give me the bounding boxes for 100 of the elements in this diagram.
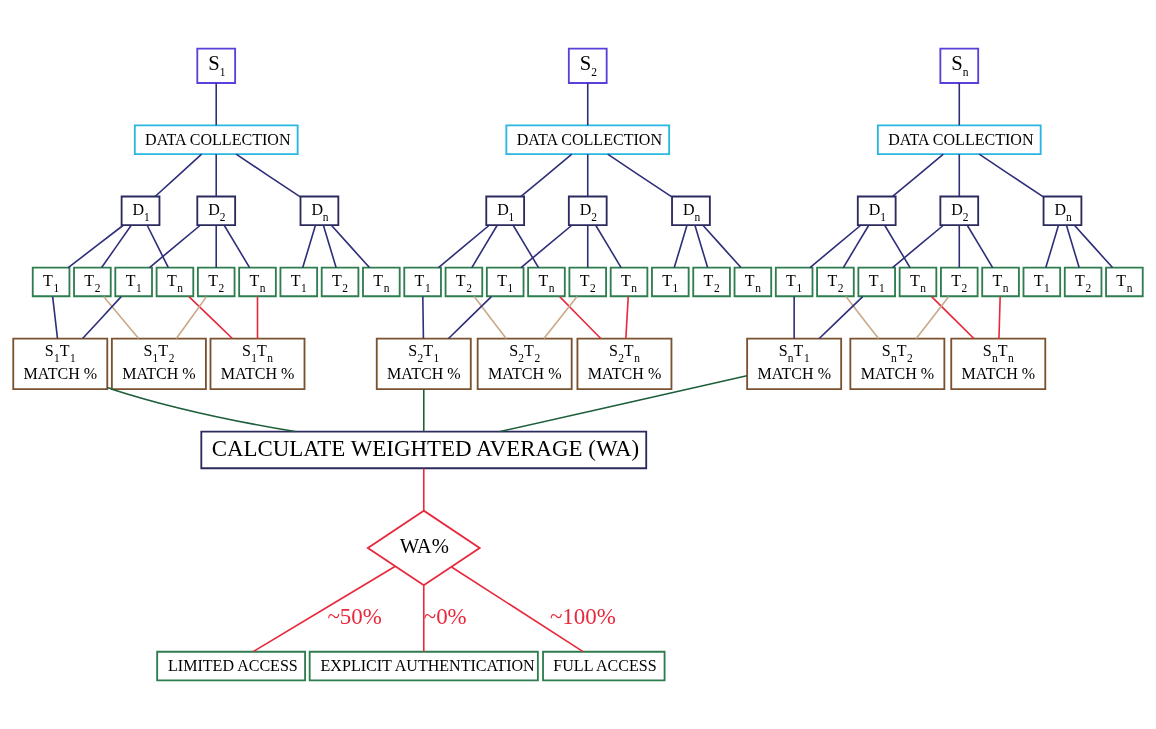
node-box: D$_{2}$: [939, 195, 980, 227]
connector: [322, 224, 337, 269]
connector: [422, 295, 425, 340]
node-box: T$_{n}$: [155, 266, 195, 298]
connector: [154, 153, 203, 198]
connector: [625, 295, 630, 340]
node-box: T$_{n}$: [733, 266, 773, 298]
connector: [594, 224, 622, 269]
connector: [958, 153, 961, 198]
node-box: FULL ACCESS: [542, 650, 666, 682]
node-box: S$_{1}$T$_{2}$ MATCH %: [110, 337, 207, 391]
connector: [301, 224, 317, 269]
node-box: T$_{n}$: [527, 266, 566, 298]
node-box: T$_{1}$: [403, 266, 442, 298]
connector: [422, 584, 425, 653]
connector: [694, 224, 709, 269]
connector: [845, 295, 880, 340]
connector: [471, 224, 499, 269]
node-box: T$_{2}$: [196, 266, 236, 298]
node-box: DATA COLLECTION: [505, 124, 671, 155]
node-box: EXPLICIT AUTHENTICATION: [308, 650, 539, 682]
node-box: T$_{2}$: [320, 266, 360, 298]
node-box: T$_{1}$: [485, 266, 525, 298]
connector: [100, 224, 133, 269]
node-box: S$_{2}$T$_{1}$ MATCH %: [375, 337, 472, 391]
connector: [520, 153, 573, 198]
node-box: D$_{1}$: [856, 195, 897, 227]
node-box: S$_{1}$T$_{1}$ MATCH %: [12, 337, 109, 391]
connector: [81, 295, 122, 340]
connector: [235, 153, 302, 198]
connector: [809, 224, 862, 269]
node-box: T$_{n}$: [238, 266, 277, 298]
connector: [499, 374, 748, 433]
connector: [256, 295, 259, 340]
node-box: S$_{n}$: [939, 47, 980, 84]
node-box: CALCULATE WEIGHTED AVERAGE (WA): [200, 430, 648, 470]
node-box: T$_{1}$: [774, 266, 814, 298]
node-box: T$_{2}$: [1063, 266, 1103, 298]
connector: [512, 224, 540, 269]
node-box: T$_{2}$: [940, 266, 979, 298]
connector: [883, 224, 911, 269]
connector: [891, 224, 945, 269]
connector: [1045, 224, 1060, 269]
connector: [188, 295, 234, 340]
node-box: D$_{1}$: [485, 195, 526, 227]
node-box: T$_{1}$: [1022, 266, 1062, 298]
connector: [966, 224, 994, 269]
connector: [930, 295, 975, 340]
connector: [473, 295, 507, 340]
connector: [818, 295, 864, 340]
node-box: D$_{1}$: [120, 195, 161, 227]
connector: [215, 82, 218, 127]
node-box: T$_{n}$: [609, 266, 649, 298]
connector: [842, 224, 870, 269]
connector: [223, 224, 251, 269]
node-box: S$_{2}$T$_{2}$ MATCH %: [476, 337, 573, 391]
connector: [450, 566, 584, 653]
connector: [702, 224, 742, 269]
connector: [958, 82, 961, 127]
connector: [558, 295, 602, 340]
connector: [102, 295, 140, 340]
connector: [586, 82, 589, 127]
connector: [252, 565, 396, 653]
node-box: D$_{n}$: [299, 195, 340, 227]
connector: [447, 295, 493, 340]
connector: [422, 388, 425, 433]
node-box: S$_{2}$: [567, 47, 608, 84]
node-box: S$_{n}$T$_{2}$ MATCH %: [849, 337, 946, 391]
connector: [148, 224, 202, 269]
node-box: S$_{n}$T$_{1}$ MATCH %: [746, 337, 843, 391]
node-box: T$_{2}$: [73, 266, 112, 298]
connector: [215, 153, 218, 198]
node-box: T$_{2}$: [692, 266, 731, 298]
node-box: T$_{n}$: [898, 266, 938, 298]
node-box: D$_{2}$: [196, 195, 237, 227]
node-box: S$_{2}$T$_{n}$ MATCH %: [576, 337, 673, 391]
node-box: D$_{2}$: [567, 195, 608, 227]
node-box: T$_{1}$: [114, 266, 153, 298]
node-box: T$_{n}$: [362, 266, 401, 298]
connector: [586, 153, 589, 198]
node-box: T$_{2}$: [816, 266, 855, 298]
node-box: LIMITED ACCESS: [156, 650, 306, 682]
connector: [1073, 224, 1114, 269]
connector: [958, 224, 961, 269]
node-box: S$_{1}$T$_{n}$ MATCH %: [209, 337, 306, 391]
connector: [673, 224, 688, 269]
node-box: S$_{1}$: [196, 47, 237, 84]
connector: [1065, 224, 1080, 269]
connector: [67, 224, 125, 269]
connector: [606, 153, 673, 198]
node-box: D$_{n}$: [671, 195, 711, 227]
node-box: T$_{1}$: [857, 266, 896, 298]
node-box: T$_{2}$: [568, 266, 607, 298]
edge-label: ~50%: [327, 604, 382, 630]
node-box: DATA COLLECTION: [133, 124, 299, 155]
connector: [586, 224, 589, 269]
node-box: DATA COLLECTION: [876, 124, 1042, 155]
connector: [422, 467, 425, 512]
connector: [146, 224, 170, 269]
connector: [520, 224, 573, 269]
